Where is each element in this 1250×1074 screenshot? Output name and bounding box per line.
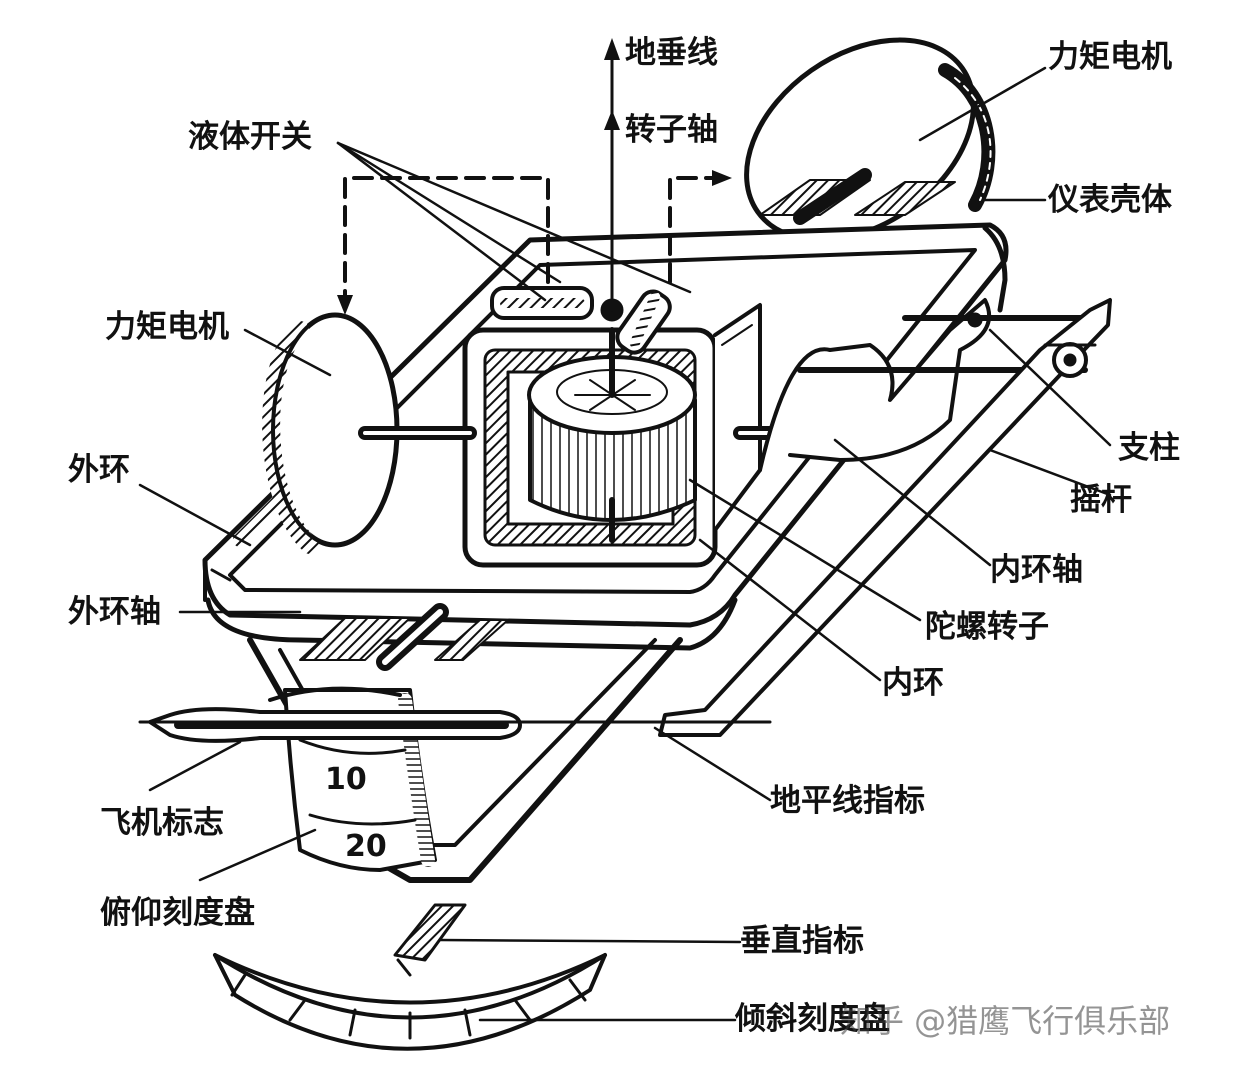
pitch-tick-20: 20 (345, 829, 387, 864)
label-pitch-dial: 俯仰刻度盘 (100, 895, 255, 931)
gyro-rotor (527, 327, 697, 543)
label-gyro-rotor: 陀螺转子 (925, 609, 1049, 645)
watermark: 知乎 @猎鹰飞行俱乐部 (840, 1002, 1171, 1040)
label-outer-ring: 外环 (68, 452, 130, 488)
label-vertical-pointer: 垂直指标 (740, 923, 864, 959)
aircraft-symbol (148, 686, 522, 743)
label-torque-motor-left: 力矩电机 (105, 309, 229, 345)
label-pillar: 支柱 (1118, 430, 1180, 466)
label-aircraft-symbol: 飞机标志 (100, 805, 224, 841)
top-motor-arrow (712, 170, 732, 186)
label-inner-ring-axis: 内环轴 (990, 552, 1083, 588)
label-inner-ring: 内环 (882, 665, 944, 701)
pillar (758, 298, 1098, 472)
label-instrument-case: 仪表壳体 (1048, 182, 1172, 218)
label-plumb-line: 地垂线 (625, 35, 718, 71)
leader-lines (138, 66, 1112, 1022)
outer-ring-axis (299, 603, 509, 671)
bank-dial (213, 953, 607, 1051)
liquid-switch (490, 286, 672, 355)
label-outer-ring-axis: 外环轴 (68, 594, 161, 630)
label-rocker: 摇杆 (1070, 482, 1132, 518)
label-torque-motor-top: 力矩电机 (1048, 39, 1172, 75)
pitch-tick-10: 10 (325, 762, 367, 797)
label-liquid-switch: 液体开关 (188, 119, 312, 155)
plumb-line-arrow (604, 38, 620, 312)
label-rotor-axis: 转子轴 (625, 112, 718, 148)
label-horizon-bar: 地平线指标 (770, 783, 925, 819)
left-motor-arrow (337, 295, 353, 315)
feedback-dashed-lines (343, 176, 717, 300)
instrument-case-hatch (759, 168, 956, 225)
rocker-arm (658, 298, 1112, 737)
label-bank-dial: 倾斜刻度盘 (735, 1001, 890, 1037)
